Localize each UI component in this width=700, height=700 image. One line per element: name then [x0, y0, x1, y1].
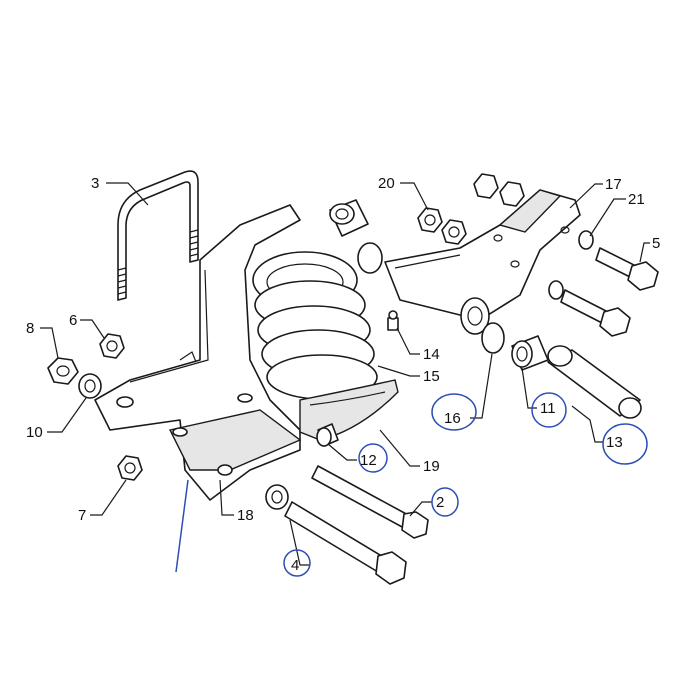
callout-label: 11	[540, 400, 556, 417]
bolt-4	[265, 484, 407, 585]
nut-top-b	[499, 181, 525, 207]
callout-label: 4	[291, 557, 299, 574]
callout-label: 6	[69, 312, 77, 329]
bolt-2	[311, 465, 429, 539]
callout-label: 7	[78, 507, 86, 524]
callout-labels: 3 20 17 21 5 8 6 14 15 10 16 11 13 12 19…	[26, 175, 660, 574]
o-ring-16	[481, 322, 505, 354]
o-ring-top	[357, 242, 383, 274]
bushing-11	[511, 335, 549, 371]
nut-top-a	[473, 173, 499, 199]
mounting-bracket	[94, 204, 302, 501]
callout-label: 14	[423, 346, 440, 363]
callout-label: 19	[423, 458, 440, 475]
callout-label: 5	[652, 235, 660, 252]
swing-arm	[384, 189, 581, 335]
nut-6	[99, 333, 125, 359]
callout-label: 15	[423, 368, 440, 385]
callout-label: 12	[360, 452, 377, 469]
bushing-12	[316, 423, 339, 447]
nut-8	[47, 357, 79, 385]
callout-label: 13	[606, 434, 623, 451]
bolt-middle	[548, 280, 631, 337]
callout-label: 2	[436, 494, 444, 511]
nut-20a	[417, 207, 443, 233]
washer-10	[78, 373, 102, 399]
u-bolt	[117, 170, 199, 301]
callout-label: 16	[444, 410, 461, 427]
callout-label: 17	[605, 176, 622, 193]
leader-lines	[40, 182, 650, 566]
callout-label: 3	[91, 175, 99, 192]
callout-label: 8	[26, 320, 34, 337]
grease-fitting	[387, 310, 399, 331]
bushing-top	[329, 199, 369, 237]
bolt-5	[578, 230, 659, 291]
pin-13	[547, 345, 642, 419]
coil-spring	[252, 251, 378, 400]
nut-7	[117, 455, 143, 481]
callout-label: 20	[378, 175, 395, 192]
callout-label: 10	[26, 424, 43, 441]
nut-20b	[441, 219, 467, 245]
pen-annotations	[175, 392, 648, 577]
callout-label: 18	[237, 507, 254, 524]
callout-label: 21	[628, 191, 645, 208]
